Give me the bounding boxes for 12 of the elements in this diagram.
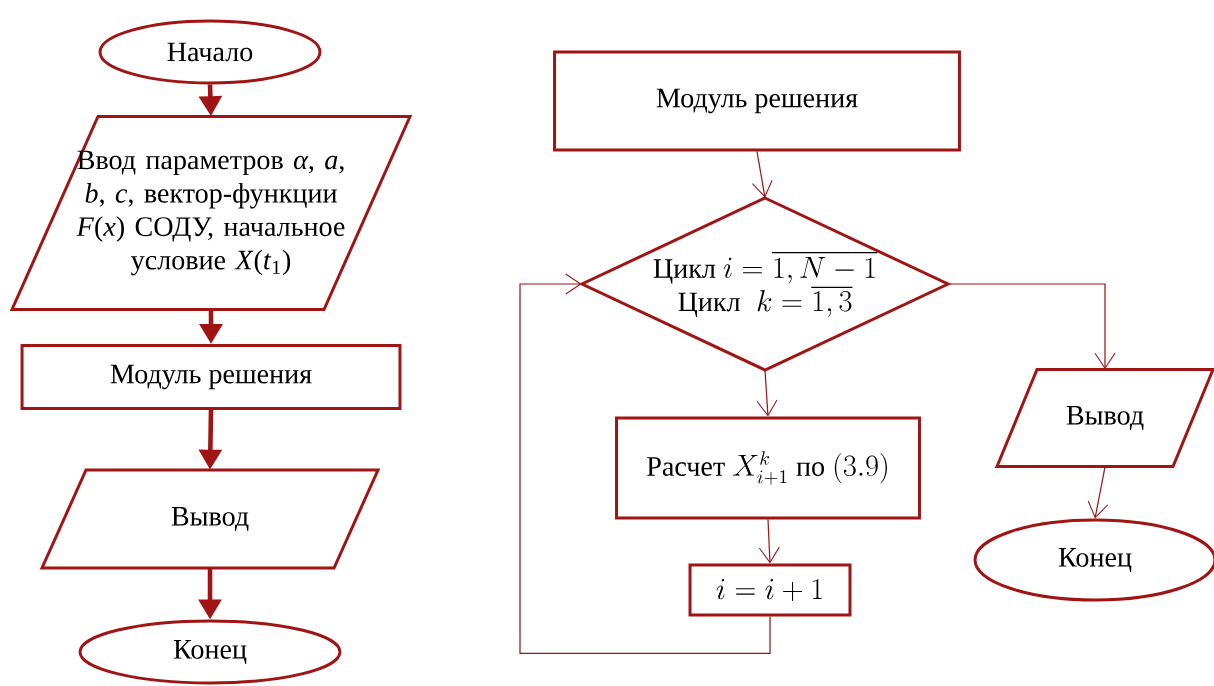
terminal-oval: Начало — [98, 19, 322, 85]
arrow — [756, 369, 778, 417]
arrow — [1087, 466, 1109, 519]
arrow — [519, 273, 771, 655]
arrow — [758, 518, 780, 564]
process-box: Модуль решения — [20, 344, 402, 410]
terminal-oval: Конец — [78, 619, 342, 685]
process-box: $\text{Расчет } X_{i+1}^{k} \text{ по } (3.9)$ — [615, 416, 921, 520]
arrow — [947, 283, 1116, 370]
process-box: $i=i+1$ — [688, 563, 852, 617]
arrow — [751, 150, 773, 198]
process-box: Модуль решения — [553, 50, 961, 152]
